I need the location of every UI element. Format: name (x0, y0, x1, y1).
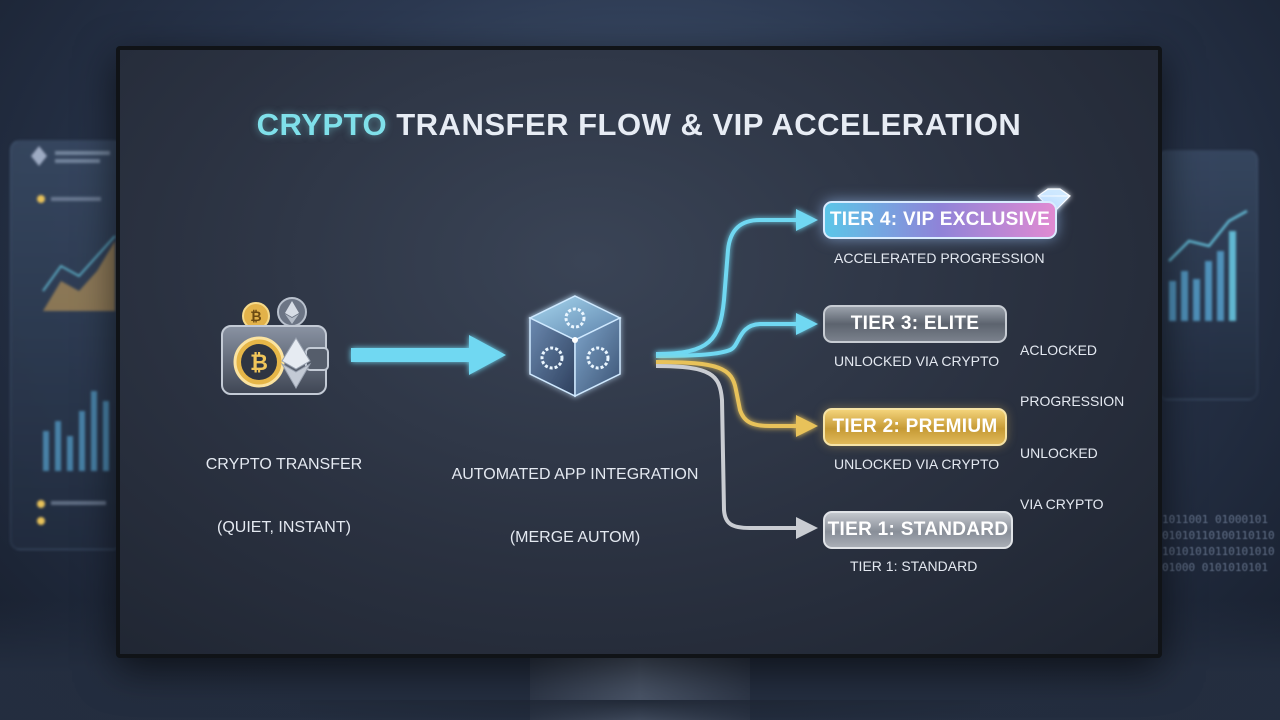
tier-3-side-note-line2: PROGRESSION (1020, 393, 1125, 409)
crypto-wallet-icon: ₿ ₿ (221, 297, 329, 395)
tier-2-pill: TIER 2: PREMIUM (823, 408, 1007, 446)
tier-2-side-note-line2: VIA CRYPTO (1020, 496, 1104, 512)
svg-text:₿: ₿ (250, 309, 261, 325)
tier-3-side-note: ACLOCKED PROGRESSION (1020, 308, 1124, 444)
hub-caption-line2: (MERGE AUTOM) (509, 529, 641, 546)
tier-2-side-note-line1: UNLOCKED (1020, 445, 1098, 461)
tier-1-subtitle: TIER 1: STANDARD (850, 558, 978, 574)
diagram-screen: CRYPTO TRANSFER FLOW & VIP ACCELERATION (120, 50, 1158, 654)
background-dashboard-left (10, 140, 122, 550)
tier-3-side-note-line1: ACLOCKED (1020, 342, 1098, 358)
tier-4-subtitle: ACCELERATED PROGRESSION (834, 250, 1045, 266)
title-rest: TRANSFER FLOW & VIP ACCELERATION (387, 107, 1022, 142)
monitor: CRYPTO TRANSFER FLOW & VIP ACCELERATION (116, 46, 1162, 658)
branch-arrow-tier2 (655, 360, 800, 428)
branch-arrow-tier3 (655, 322, 800, 358)
tier-1-pill: TIER 1: STANDARD (823, 511, 1013, 549)
tier-2-side-note: UNLOCKED VIA CRYPTO (1020, 411, 1104, 547)
main-flow-arrow (351, 335, 506, 375)
source-caption-line2: (QUIET, INSTANT) (217, 519, 351, 536)
flow-connectors: ₿ ₿ (221, 188, 1071, 539)
diagram-title: CRYPTO TRANSFER FLOW & VIP ACCELERATION (120, 107, 1158, 143)
tier-2-subtitle: UNLOCKED VIA CRYPTO (834, 456, 1000, 472)
source-caption-line1: CRYPTO TRANSFER (205, 456, 363, 473)
branch-arrow-tier4 (655, 218, 800, 356)
branch-arrow-tier1 (655, 364, 800, 530)
svg-text:₿: ₿ (250, 351, 268, 376)
hub-caption: AUTOMATED APP INTEGRATION (MERGE AUTOM) (450, 422, 700, 590)
monitor-stand-shadow (300, 700, 980, 720)
background-binary-text: 1011001 01000101 01010110100110110 10101… (1162, 513, 1275, 574)
gear-cube-icon (528, 295, 622, 398)
tier-4-pill: TIER 4: VIP EXCLUSIVE (823, 201, 1057, 239)
tier-3-pill: TIER 3: ELITE (823, 305, 1007, 343)
hub-caption-line1: AUTOMATED APP INTEGRATION (451, 466, 699, 483)
title-accent: CRYPTO (256, 107, 388, 142)
tier-3-subtitle: UNLOCKED VIA CRYPTO (834, 353, 1000, 369)
background-dashboard-right (1158, 150, 1258, 400)
source-caption: CRYPTO TRANSFER (QUIET, INSTANT) (194, 412, 374, 580)
